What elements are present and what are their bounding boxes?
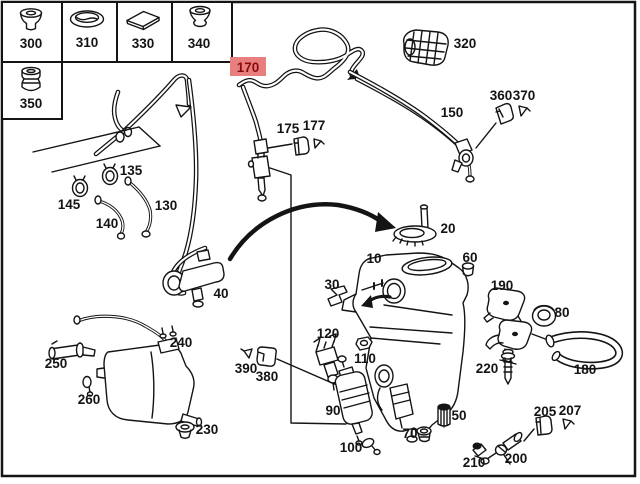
grommet-260 xyxy=(82,375,94,397)
callout-120[interactable]: 120 xyxy=(317,326,340,341)
grommet-icon xyxy=(19,8,43,31)
washer-pump-90 xyxy=(334,355,373,446)
callout-145[interactable]: 145 xyxy=(58,197,81,212)
cap-390-icon xyxy=(240,348,253,359)
hose-170 xyxy=(236,27,366,146)
spray-nozzle-left xyxy=(247,138,347,425)
callout-190[interactable]: 190 xyxy=(491,278,514,293)
callout-370[interactable]: 370 xyxy=(513,88,536,103)
t-connector-200 xyxy=(480,431,523,465)
nozzle-head-120 xyxy=(313,333,339,391)
callout-200[interactable]: 200 xyxy=(505,451,528,466)
clamp-135 xyxy=(101,163,119,186)
cap-207-icon xyxy=(562,418,575,430)
fitting-210 xyxy=(472,442,487,459)
callout-260[interactable]: 260 xyxy=(78,392,101,407)
pad-icon xyxy=(126,10,160,31)
grille-320 xyxy=(402,29,449,66)
callout-labels: 300 310 330 340 350 170 175 177 320 360 … xyxy=(20,35,597,470)
callout-240[interactable]: 240 xyxy=(170,335,193,350)
cover-ring-icon xyxy=(69,10,105,28)
leader-175 xyxy=(267,143,293,149)
clamp-145 xyxy=(71,175,89,198)
filter-50 xyxy=(437,403,451,428)
part-20 xyxy=(392,204,437,247)
cap-370-icon xyxy=(518,105,531,117)
grommet-80 xyxy=(531,304,557,327)
callout-70[interactable]: 70 xyxy=(402,426,417,441)
callout-207[interactable]: 207 xyxy=(559,403,582,418)
bracket-lines xyxy=(32,126,161,173)
big-curved-arrow xyxy=(227,202,396,262)
callout-175[interactable]: 175 xyxy=(277,121,300,136)
leader-360 xyxy=(475,122,497,149)
callout-380[interactable]: 380 xyxy=(256,369,279,384)
callout-40[interactable]: 40 xyxy=(213,286,228,301)
flow-arrow-icon xyxy=(175,104,192,118)
cap-230 xyxy=(175,421,195,439)
callout-30[interactable]: 30 xyxy=(324,277,339,292)
cap-177-icon xyxy=(313,138,325,149)
callout-360[interactable]: 360 xyxy=(490,88,513,103)
reservoir-pump-mount xyxy=(374,364,414,429)
nut-110 xyxy=(355,336,373,351)
connector-380-icon xyxy=(256,346,340,387)
callout-340[interactable]: 340 xyxy=(188,36,211,51)
callout-300[interactable]: 300 xyxy=(20,36,43,51)
callout-140[interactable]: 140 xyxy=(96,216,119,231)
callout-130[interactable]: 130 xyxy=(155,198,178,213)
connector-360-icon xyxy=(495,102,514,125)
callout-150[interactable]: 150 xyxy=(441,105,464,120)
leader-205-to-200 xyxy=(523,428,535,442)
callout-320[interactable]: 320 xyxy=(454,36,477,51)
pump-40 xyxy=(162,249,225,308)
fill-arrow-icon xyxy=(361,295,373,308)
callout-170[interactable]: 170 xyxy=(237,60,260,75)
callout-135[interactable]: 135 xyxy=(120,163,143,178)
callout-100[interactable]: 100 xyxy=(340,440,363,455)
bracket-hose-180 xyxy=(485,319,624,370)
legend-grid xyxy=(1,1,233,120)
callout-310[interactable]: 310 xyxy=(76,35,99,50)
callout-210[interactable]: 210 xyxy=(463,455,486,470)
callout-250[interactable]: 250 xyxy=(45,356,68,371)
part-60 xyxy=(461,262,475,277)
hose-140 xyxy=(94,195,126,240)
dome-grommet-icon xyxy=(189,5,211,28)
grommet-100 xyxy=(361,437,381,456)
callout-205[interactable]: 205 xyxy=(534,404,557,419)
bracket-30 xyxy=(327,285,348,307)
callout-110[interactable]: 110 xyxy=(354,351,376,366)
tank-240 xyxy=(73,314,203,427)
connector-205-icon xyxy=(523,415,553,442)
callout-180[interactable]: 180 xyxy=(574,362,597,377)
pad-190 xyxy=(483,287,526,323)
callout-20[interactable]: 20 xyxy=(440,221,455,236)
callout-330[interactable]: 330 xyxy=(132,36,155,51)
connector-175-icon xyxy=(293,136,310,156)
spray-nozzle-150 xyxy=(451,122,497,173)
cap-70 xyxy=(416,426,432,443)
leader-380-to-90 xyxy=(276,358,340,387)
plug-icon xyxy=(21,66,41,92)
reservoir-10 xyxy=(341,252,469,443)
legend-cell-330[interactable] xyxy=(116,1,173,63)
callout-50[interactable]: 50 xyxy=(451,408,466,423)
leader-box-to-pump-90 xyxy=(269,167,347,425)
hose-130 xyxy=(124,176,153,238)
callout-177[interactable]: 177 xyxy=(303,118,326,133)
screw-220 xyxy=(500,348,516,385)
callout-230[interactable]: 230 xyxy=(196,422,219,437)
fitting-250 xyxy=(48,340,96,360)
callout-220[interactable]: 220 xyxy=(476,361,499,376)
callout-390[interactable]: 390 xyxy=(235,361,258,376)
callout-60[interactable]: 60 xyxy=(462,250,477,265)
highlight-170-box[interactable] xyxy=(230,57,266,76)
callout-350[interactable]: 350 xyxy=(20,96,43,111)
callout-10[interactable]: 10 xyxy=(366,251,381,266)
callout-80[interactable]: 80 xyxy=(554,305,569,320)
callout-90[interactable]: 90 xyxy=(325,403,340,418)
